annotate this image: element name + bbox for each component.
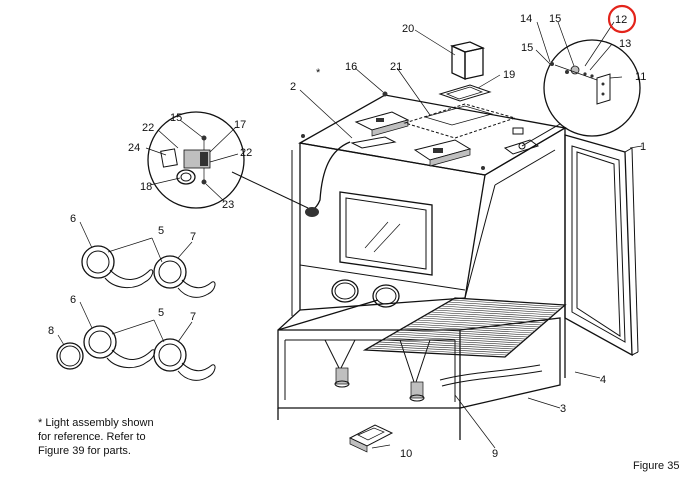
callout-7-lower: 7: [190, 311, 196, 323]
leader-lines: [57, 21, 643, 449]
callout-12: 12: [615, 14, 627, 26]
grate-bar: [416, 319, 540, 328]
grate-bar: [406, 325, 533, 334]
grate-bar: [378, 341, 515, 350]
door-assembly: [564, 134, 639, 357]
callout-9: 9: [492, 448, 498, 460]
grate-bar: [434, 309, 552, 318]
light-assembly-note: * Light assembly shown for reference. Re…: [38, 416, 188, 458]
top-fixtures: [301, 41, 540, 170]
callout-8: 8: [48, 325, 54, 337]
callout-23: 23: [222, 199, 234, 211]
grate-bar: [427, 313, 547, 322]
note-line-2: for reference. Refer to: [38, 431, 146, 443]
grate-bar: [368, 347, 508, 356]
callout-6-lower: 6: [70, 294, 76, 306]
grate-bar: [448, 301, 561, 310]
callout-13: 13: [619, 38, 631, 50]
grate-bar: [437, 307, 554, 316]
grate-bar: [389, 335, 522, 344]
grate-bar: [423, 315, 545, 324]
callout-22-left: 22: [142, 122, 154, 134]
callout-22-right: 22: [240, 147, 252, 159]
grate-bar: [409, 323, 536, 332]
grate-bar: [420, 317, 542, 326]
callout-7-upper: 7: [190, 231, 196, 243]
callout-1: 1: [640, 141, 646, 153]
grate-panel: [362, 297, 567, 358]
callout-6-upper: 6: [70, 213, 76, 225]
highlight-circle-12: [607, 4, 637, 34]
callout-18: 18: [140, 181, 152, 193]
cabinet-body: [277, 94, 567, 440]
glove-set-upper: [81, 245, 216, 298]
callout-19: 19: [503, 69, 515, 81]
grate-bar: [392, 333, 524, 342]
grate-bar: [413, 321, 538, 330]
glove-set-lower: [56, 325, 216, 381]
callout-16: 16: [345, 61, 357, 73]
callout-11: 11: [635, 71, 646, 83]
light-cable: [305, 141, 351, 217]
note-line-1: * Light assembly shown: [38, 417, 154, 429]
callout-5-lower: 5: [158, 307, 164, 319]
grate-bar: [444, 303, 559, 312]
callout-15-left: 15: [170, 112, 182, 124]
grate-bar: [451, 299, 563, 308]
callout-14: 14: [520, 13, 532, 25]
callout-15-mid: 15: [521, 42, 533, 54]
grate-bar: [371, 345, 510, 354]
grate-bar: [382, 339, 517, 348]
grate-bar: [396, 331, 526, 340]
callout-star: *: [316, 67, 321, 79]
callout-24: 24: [128, 142, 140, 154]
callout-3: 3: [560, 403, 566, 415]
grate-bar: [385, 337, 519, 346]
callout-5-upper: 5: [158, 225, 164, 237]
callout-17: 17: [234, 119, 246, 131]
callout-4: 4: [600, 374, 606, 386]
callout-20: 20: [402, 23, 414, 35]
callout-15-top: 15: [549, 13, 561, 25]
figure-label: Figure 35: [633, 460, 680, 472]
foot-pedal: [348, 424, 394, 453]
detail-circle-valve: [147, 111, 309, 209]
callout-21: 21: [390, 61, 402, 73]
detail-circle-bracket: [521, 39, 641, 147]
grate-bar: [441, 305, 556, 314]
grate-bar: [430, 311, 549, 320]
grate-bar: [375, 343, 512, 352]
callout-10: 10: [400, 448, 412, 460]
note-line-3: Figure 39 for parts.: [38, 445, 131, 457]
callout-labels: 1 2 3 4 5 5 6 6 7 7 8 9 10 11 12 13 14 1…: [48, 13, 646, 460]
grate-bar: [399, 329, 529, 338]
grate-bar: [403, 327, 531, 336]
callout-2: 2: [290, 81, 296, 93]
